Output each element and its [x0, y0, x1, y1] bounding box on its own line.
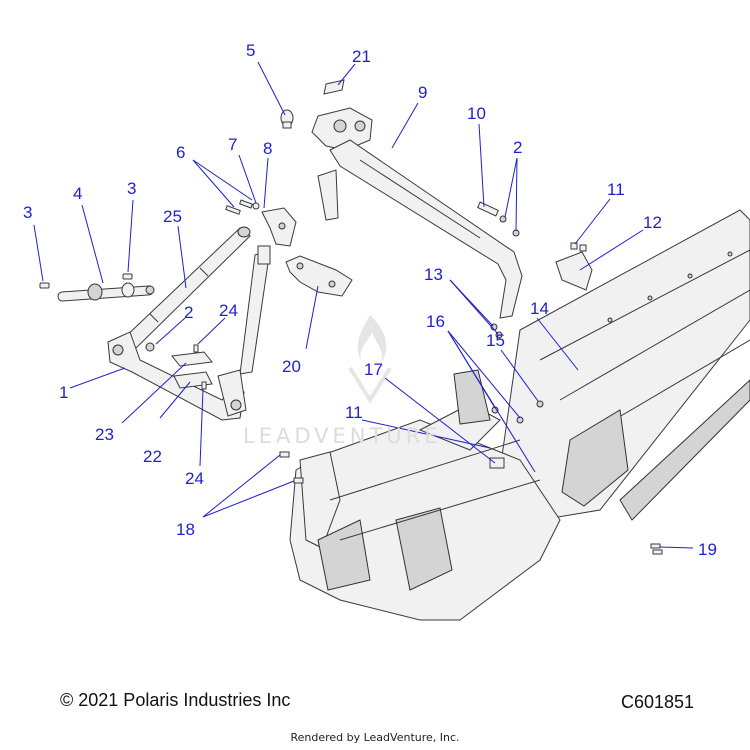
callout-21: 21 — [352, 47, 371, 66]
part-19-bolts — [650, 543, 663, 555]
drawing-code: C601851 — [621, 692, 695, 712]
tunnel-rivets — [607, 251, 733, 323]
callout-23: 23 — [95, 425, 114, 444]
part-9-upper-frame-loop — [311, 107, 523, 319]
callout-15: 15 — [486, 331, 505, 350]
part-4-steering-shaft — [57, 282, 155, 302]
callout-13: 13 — [424, 265, 443, 284]
part-10-link — [477, 201, 499, 217]
callout-9: 9 — [418, 83, 427, 102]
part-15-16-17-hardware — [489, 400, 544, 469]
callout-8: 8 — [263, 139, 272, 158]
callout-17: 17 — [364, 360, 383, 379]
callout-16: 16 — [426, 312, 445, 331]
callout-3-left: 3 — [23, 203, 32, 222]
callout-4: 4 — [73, 184, 82, 203]
callout-1: 1 — [59, 383, 68, 402]
callout-6: 6 — [176, 143, 185, 162]
callout-11-mid: 11 — [345, 403, 363, 422]
part-3-bolts — [39, 273, 133, 289]
part-21-decal — [323, 79, 345, 95]
callout-24-lower: 24 — [185, 469, 204, 488]
part-20-mount-bracket — [285, 255, 353, 297]
callout-labels: 5 21 9 10 2 6 7 8 11 3 4 3 25 12 13 2 24… — [23, 41, 717, 559]
part-2-nuts-right — [499, 215, 520, 237]
copyright-text: © 2021 Polaris Industries Inc — [60, 690, 291, 710]
callout-10: 10 — [467, 104, 486, 123]
leader-lines — [33, 61, 694, 549]
part-23-plate — [171, 351, 213, 367]
callout-25: 25 — [163, 207, 182, 226]
callout-7: 7 — [228, 135, 237, 154]
callout-11-top: 11 — [607, 180, 625, 199]
callout-22: 22 — [143, 447, 162, 466]
watermark-text: LEADVENTURE — [243, 424, 442, 448]
callout-5: 5 — [246, 41, 255, 60]
callout-2-right: 2 — [513, 138, 522, 157]
callout-14: 14 — [530, 299, 549, 318]
part-8-steering-bracket — [261, 207, 297, 247]
callout-24-upper: 24 — [219, 301, 238, 320]
leadventure-watermark-logo — [348, 315, 392, 404]
callout-20: 20 — [282, 357, 301, 376]
callout-2-left: 2 — [184, 303, 193, 322]
part-18-bolts — [279, 451, 304, 484]
part-14-tunnel-chassis — [499, 209, 750, 521]
part-1-front-frame-assembly — [107, 245, 271, 421]
render-credit: Rendered by LeadVenture, Inc. — [290, 731, 460, 744]
callout-18: 18 — [176, 520, 195, 539]
callout-12: 12 — [643, 213, 662, 232]
part-lower-chassis-bulkhead — [289, 369, 561, 621]
part-12-bracket — [555, 251, 593, 291]
part-2-nut-left — [145, 342, 155, 352]
part-24-fasteners — [193, 344, 207, 390]
callout-3-mid: 3 — [127, 179, 136, 198]
part-6-7-bolts — [225, 199, 260, 215]
part-5-clamp — [280, 109, 294, 129]
callout-19: 19 — [698, 540, 717, 559]
part-11-clips — [570, 242, 587, 252]
